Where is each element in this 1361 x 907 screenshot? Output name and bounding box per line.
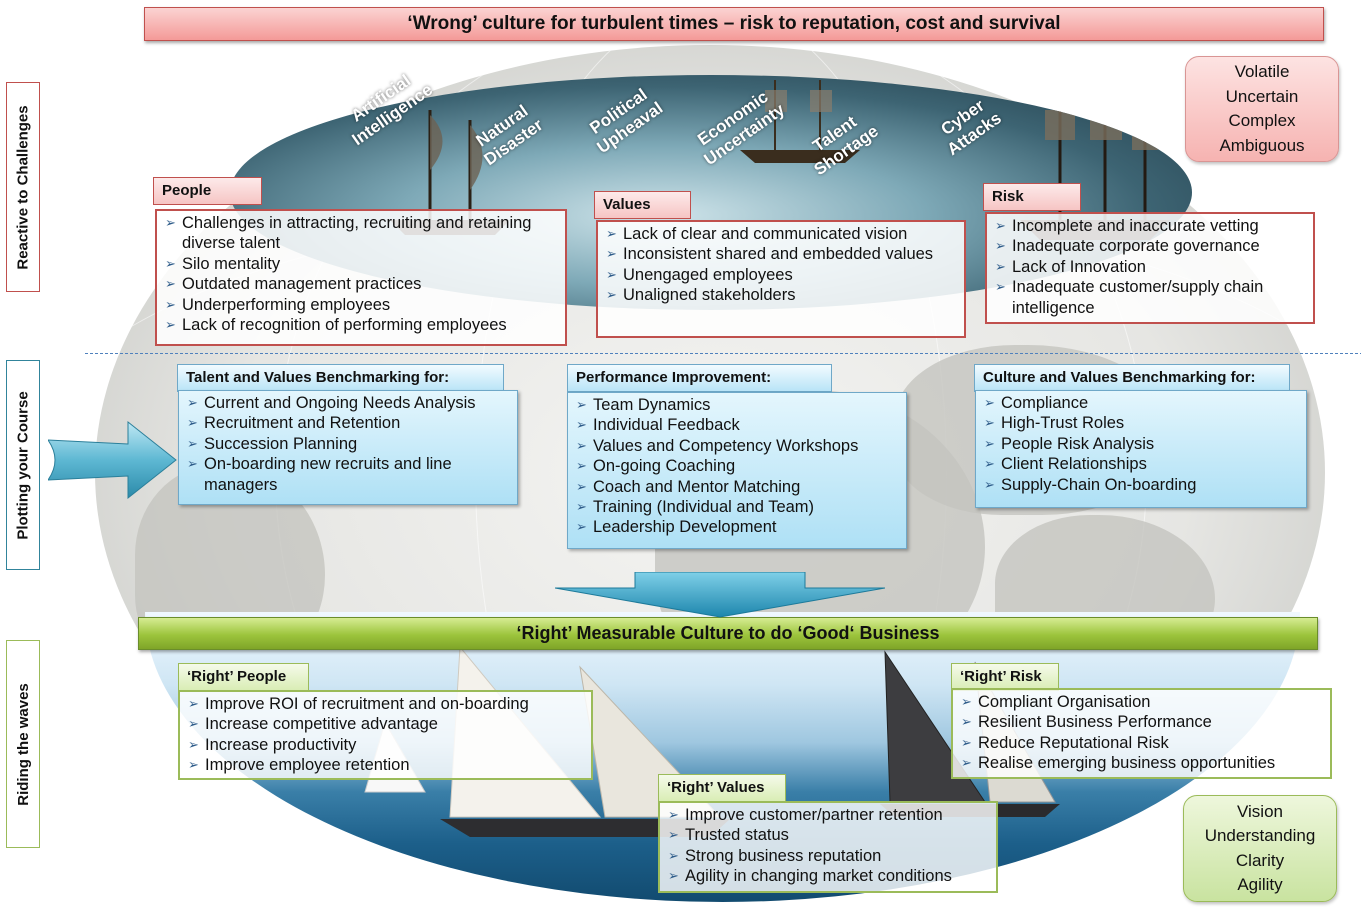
vuca-word: Volatile — [1234, 62, 1290, 81]
vuca-box: Volatile Uncertain Complex Ambiguous — [1185, 56, 1339, 162]
list-item: Supply-Chain On-boarding — [984, 475, 1298, 496]
side-label-reactive: Reactive to Challenges — [6, 82, 40, 292]
right-people-panel: Improve ROI of recruitment and on-boardi… — [178, 690, 593, 780]
values-challenges-tab: Values — [594, 191, 691, 219]
list-item: On-boarding new recruits and line manage… — [187, 454, 509, 495]
list-item: Lack of recognition of performing employ… — [165, 315, 557, 336]
vuca-positive-word: Vision — [1237, 801, 1283, 821]
list-item: Leadership Development — [576, 517, 898, 538]
culture-banner: ‘Right’ Measurable Culture to do ‘Good‘ … — [138, 617, 1318, 650]
list-item: Inadequate customer/supply chain intelli… — [995, 277, 1305, 318]
list-item: Current and Ongoing Needs Analysis — [187, 393, 509, 414]
culture-benchmarking-panel: Compliance High-Trust Roles People Risk … — [975, 390, 1307, 508]
side-label-plotting: Plotting your Course — [6, 360, 40, 570]
vuca-word: Ambiguous — [1219, 135, 1305, 155]
list-item: Succession Planning — [187, 434, 509, 455]
list-item: Improve employee retention — [188, 755, 583, 776]
list-item: Improve ROI of recruitment and on-boardi… — [188, 694, 583, 715]
list-item: Reduce Reputational Risk — [961, 733, 1322, 754]
list-item: Team Dynamics — [576, 395, 898, 416]
list-item: Lack of clear and communicated vision — [606, 224, 956, 245]
list-item: Values and Competency Workshops — [576, 436, 898, 457]
vuca-positive-word: Clarity — [1235, 850, 1285, 870]
values-challenges-panel: Lack of clear and communicated vision In… — [596, 220, 966, 338]
list-item: Compliant Organisation — [961, 692, 1322, 713]
list-item: Unengaged employees — [606, 265, 956, 286]
list-item: Inadequate corporate governance — [995, 236, 1305, 257]
arrow-down-icon — [555, 572, 885, 618]
list-item: Agility in changing market conditions — [668, 866, 988, 887]
page-title: ‘Wrong’ culture for turbulent times – ri… — [144, 7, 1324, 41]
list-item: Resilient Business Performance — [961, 712, 1322, 733]
right-risk-tab: ‘Right’ Risk — [951, 663, 1059, 691]
vuca-positive-box: Vision Understanding Clarity Agility — [1183, 795, 1337, 902]
vuca-positive-word: Agility — [1237, 875, 1283, 894]
list-item: Increase productivity — [188, 735, 583, 756]
list-item: Coach and Mentor Matching — [576, 477, 898, 498]
list-item: Training (Individual and Team) — [576, 497, 898, 518]
right-risk-panel: Compliant Organisation Resilient Busines… — [951, 688, 1332, 779]
section-divider — [85, 353, 1361, 354]
list-item: Compliance — [984, 393, 1298, 414]
right-values-tab: ‘Right’ Values — [658, 774, 786, 802]
list-item: Underperforming employees — [165, 295, 557, 316]
list-item: Client Relationships — [984, 454, 1298, 475]
right-people-tab: ‘Right’ People — [178, 663, 309, 691]
people-challenges-tab: People — [153, 177, 262, 205]
risk-challenges-tab: Risk — [983, 183, 1081, 211]
risk-challenges-panel: Incomplete and inaccurate vetting Inadeq… — [985, 212, 1315, 324]
list-item: Inconsistent shared and embedded values — [606, 244, 956, 265]
ship-icon — [740, 80, 860, 163]
list-item: People Risk Analysis — [984, 434, 1298, 455]
list-item: Silo mentality — [165, 254, 557, 275]
vuca-word: Complex — [1228, 111, 1296, 130]
list-item: Challenges in attracting, recruiting and… — [165, 213, 557, 254]
list-item: High-Trust Roles — [984, 413, 1298, 434]
list-item: Recruitment and Retention — [187, 413, 509, 434]
list-item: Realise emerging business opportunities — [961, 753, 1322, 774]
list-item: Lack of Innovation — [995, 257, 1305, 278]
list-item: Individual Feedback — [576, 415, 898, 436]
arrow-right-icon — [48, 420, 177, 500]
culture-benchmarking-tab: Culture and Values Benchmarking for: — [974, 364, 1290, 392]
people-challenges-panel: Challenges in attracting, recruiting and… — [155, 209, 567, 346]
list-item: Trusted status — [668, 825, 988, 846]
vuca-word: Uncertain — [1225, 86, 1299, 106]
talent-benchmarking-tab: Talent and Values Benchmarking for: — [177, 364, 504, 392]
list-item: On-going Coaching — [576, 456, 898, 477]
list-item: Strong business reputation — [668, 846, 988, 867]
right-values-panel: Improve customer/partner retention Trust… — [658, 801, 998, 893]
list-item: Incomplete and inaccurate vetting — [995, 216, 1305, 237]
talent-benchmarking-panel: Current and Ongoing Needs Analysis Recru… — [178, 390, 518, 505]
performance-improvement-tab: Performance Improvement: — [567, 364, 832, 392]
list-item: Unaligned stakeholders — [606, 285, 956, 306]
side-label-riding: Riding the waves — [6, 640, 40, 848]
performance-improvement-panel: Team Dynamics Individual Feedback Values… — [567, 392, 907, 549]
vuca-positive-word: Understanding — [1204, 826, 1316, 845]
list-item: Increase competitive advantage — [188, 714, 583, 735]
list-item: Improve customer/partner retention — [668, 805, 988, 826]
list-item: Outdated management practices — [165, 274, 557, 295]
